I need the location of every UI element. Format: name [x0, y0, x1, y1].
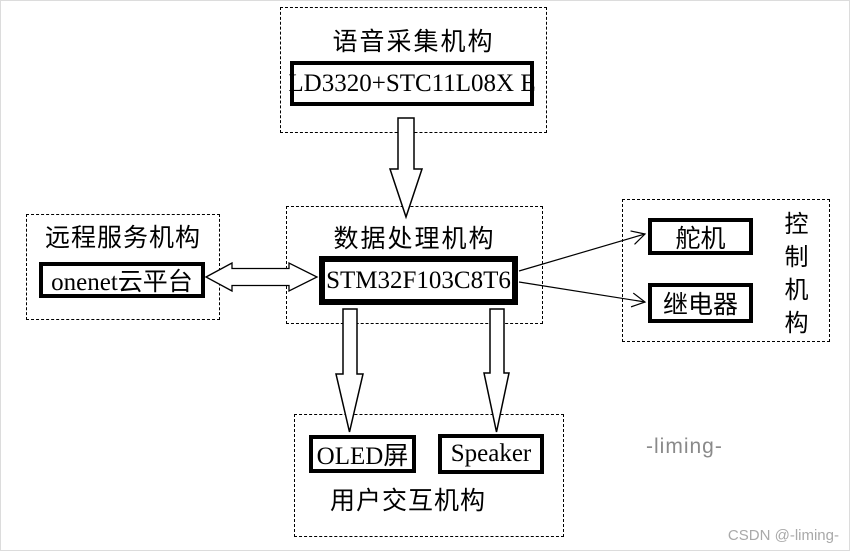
watermark-csdn: CSDN @-liming-: [727, 527, 839, 544]
relay-module-label: 继电器: [662, 292, 738, 319]
stm32-module-box: STM32F103C8T6: [319, 256, 518, 305]
data-processing-group-title: 数据处理机构: [333, 226, 496, 253]
servo-module-box: 舵机: [648, 218, 753, 255]
user-interaction-group-frame: [294, 414, 564, 537]
stm32-module-label: STM32F103C8T6: [326, 266, 511, 294]
speaker-module-box: Speaker: [438, 434, 544, 474]
relay-module-box: 继电器: [648, 283, 753, 323]
watermark-liming: -liming-: [646, 435, 723, 458]
onenet-cloud-module-box: onenet云平台: [39, 262, 205, 298]
voice-capture-group-title: 语音采集机构: [332, 29, 495, 56]
ld3320-module-box: LD3320+STC11L08X E: [288, 61, 536, 106]
servo-module-label: 舵机: [675, 225, 726, 253]
remote-service-group-title: 远程服务机构: [44, 225, 201, 252]
control-group-title-vertical: 控制机构: [784, 212, 809, 337]
speaker-module-label: Speaker: [450, 440, 532, 467]
user-interaction-group-title: 用户交互机构: [329, 488, 486, 515]
oled-screen-module-label: OLED屏: [316, 443, 409, 470]
ld3320-module-label: LD3320+STC11L08X E: [288, 69, 536, 97]
onenet-cloud-module-label: onenet云平台: [51, 269, 193, 296]
oled-screen-module-box: OLED屏: [309, 435, 416, 473]
